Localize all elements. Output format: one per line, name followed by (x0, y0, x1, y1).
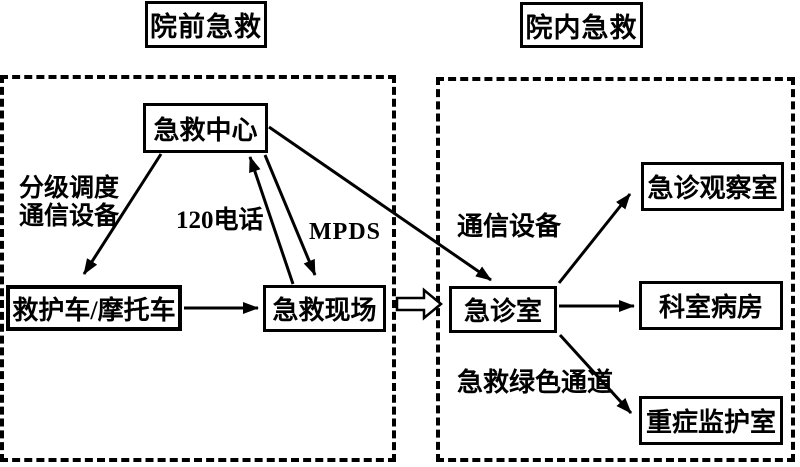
label-graded-dispatch-line2: 通信设备 (19, 203, 120, 230)
label-graded-dispatch-line1: 分级调度 (19, 175, 120, 202)
node-rescue-scene: 急救现场 (263, 285, 386, 332)
label-communication-equipment: 通信设备 (457, 212, 562, 241)
node-icu: 重症监护室 (639, 396, 783, 445)
node-department-ward: 科室病房 (639, 281, 783, 330)
node-ambulance: 救护车/摩托车 (6, 285, 182, 331)
node-emergency-room: 急诊室 (449, 286, 557, 333)
label-mpds: MPDS (309, 219, 381, 245)
label-phone-120: 120电话 (176, 207, 264, 234)
label-graded-dispatch: 分级调度 通信设备 (19, 175, 119, 231)
node-observation-room: 急诊观察室 (641, 162, 784, 211)
label-green-channel: 急救绿色通道 (457, 368, 614, 397)
title-in-hospital: 院内急救 (520, 2, 643, 48)
title-pre-hospital: 院前急救 (145, 1, 267, 48)
hollow-transfer-arrow (395, 287, 443, 321)
node-emergency-center: 急救中心 (143, 103, 268, 153)
